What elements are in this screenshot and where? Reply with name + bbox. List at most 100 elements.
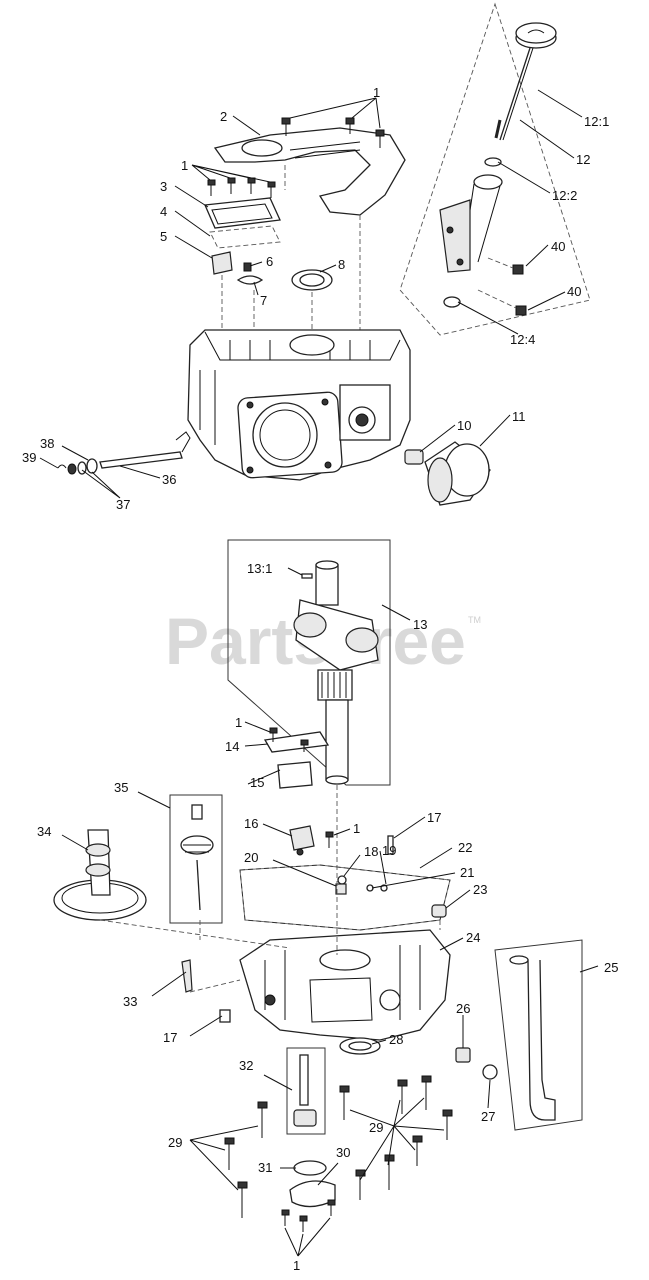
label-34: 34	[37, 824, 51, 839]
label-40-lower: 40	[567, 284, 581, 299]
oil-seal-8	[291, 269, 333, 291]
leaders-lower	[61, 567, 599, 1257]
label-5: 5	[160, 229, 167, 244]
valve-16	[289, 825, 315, 856]
label-13: 13	[413, 617, 427, 632]
label-12-4: 12:4	[510, 332, 535, 347]
label-3: 3	[160, 179, 167, 194]
label-39: 39	[22, 450, 36, 465]
label-12: 12	[576, 152, 590, 167]
label-24: 24	[466, 930, 480, 945]
label-1-bottom: 1	[293, 1258, 300, 1273]
label-40-upper: 40	[551, 239, 565, 254]
oil-filter-nipple-10	[404, 449, 424, 465]
label-38: 38	[40, 436, 54, 451]
label-20: 20	[244, 850, 258, 865]
label-1-mid: 1	[353, 821, 360, 836]
label-33: 33	[123, 994, 137, 1009]
o-ring-31	[293, 1160, 327, 1176]
breather-filter-5	[211, 251, 233, 275]
spring-20	[335, 883, 347, 895]
sump-24	[239, 929, 451, 1041]
label-23: 23	[473, 882, 487, 897]
seal-28	[339, 1037, 381, 1055]
label-30: 30	[336, 1145, 350, 1160]
label-31: 31	[258, 1160, 272, 1175]
label-28: 28	[389, 1032, 403, 1047]
bracket-2	[213, 127, 406, 216]
pin-17-lower	[219, 1009, 231, 1023]
label-7: 7	[260, 293, 267, 308]
label-12-1: 12:1	[584, 114, 609, 129]
label-2: 2	[220, 109, 227, 124]
fitting-26	[455, 1047, 471, 1063]
label-26: 26	[456, 1001, 470, 1016]
bolts-1-bottom	[281, 1199, 336, 1232]
label-1-top: 1	[373, 85, 380, 100]
watermark-trademark: TM	[468, 615, 481, 625]
label-19: 19	[382, 843, 396, 858]
clamp-27	[482, 1064, 498, 1080]
hose-25	[509, 955, 556, 1121]
filter-15	[277, 761, 313, 789]
bolt-40-lower	[477, 289, 527, 316]
o-ring-12-4	[443, 296, 461, 308]
label-4: 4	[160, 204, 167, 219]
plug-23	[431, 904, 447, 918]
label-21: 21	[460, 865, 474, 880]
camshaft-34	[53, 829, 147, 921]
oil-filter-11	[424, 441, 491, 506]
label-10: 10	[457, 418, 471, 433]
label-15: 15	[250, 775, 264, 790]
bolts-1-top	[281, 117, 385, 148]
label-36: 36	[162, 472, 176, 487]
governor-shaft-36	[57, 431, 191, 475]
label-32: 32	[239, 1058, 253, 1073]
label-27: 27	[481, 1109, 495, 1124]
label-13-1: 13:1	[247, 561, 272, 576]
engine-block	[187, 329, 411, 481]
label-12-2: 12:2	[552, 188, 577, 203]
crankshaft-group-outline	[227, 539, 391, 786]
part-labels: 1 2 1 3 4 5 6 7 8 12:1 12 12:2 40 40 12:…	[22, 85, 618, 1273]
reed-valve-6-7	[236, 262, 264, 285]
bolt-1-mid	[325, 831, 334, 848]
label-22: 22	[458, 840, 472, 855]
label-1-cover: 1	[181, 158, 188, 173]
label-29-right: 29	[369, 1120, 383, 1135]
leaders-upper	[39, 89, 583, 499]
label-35: 35	[114, 780, 128, 795]
label-17-lower: 17	[163, 1030, 177, 1045]
dipstick	[494, 22, 557, 141]
label-16: 16	[244, 816, 258, 831]
label-1-plate: 1	[235, 715, 242, 730]
label-37: 37	[116, 497, 130, 512]
bolt-40-upper	[487, 257, 524, 275]
governor-group-outline	[169, 794, 223, 924]
label-18: 18	[364, 844, 378, 859]
label-8: 8	[338, 257, 345, 272]
label-6: 6	[266, 254, 273, 269]
label-25: 25	[604, 960, 618, 975]
clip-33	[181, 959, 193, 993]
pin-17-upper	[387, 835, 394, 855]
dipstick-group-outline	[399, 2, 591, 336]
o-ring-12-2	[484, 157, 502, 167]
gasket-4	[209, 225, 281, 249]
label-29-left: 29	[168, 1135, 182, 1150]
oil-pump-32	[293, 1054, 317, 1127]
hose-group-outline	[494, 939, 583, 1131]
plate-14	[263, 727, 330, 753]
breather-cover-3	[204, 197, 281, 229]
governor-35	[180, 804, 214, 911]
oil-pump-group-outline	[286, 1047, 326, 1135]
label-14: 14	[225, 739, 239, 754]
key-13-1	[301, 573, 313, 579]
crankshaft-13	[293, 560, 379, 785]
dipstick-tube	[439, 174, 503, 273]
label-17-upper: 17	[427, 810, 441, 825]
ring-18	[337, 875, 347, 885]
label-11: 11	[512, 409, 526, 424]
